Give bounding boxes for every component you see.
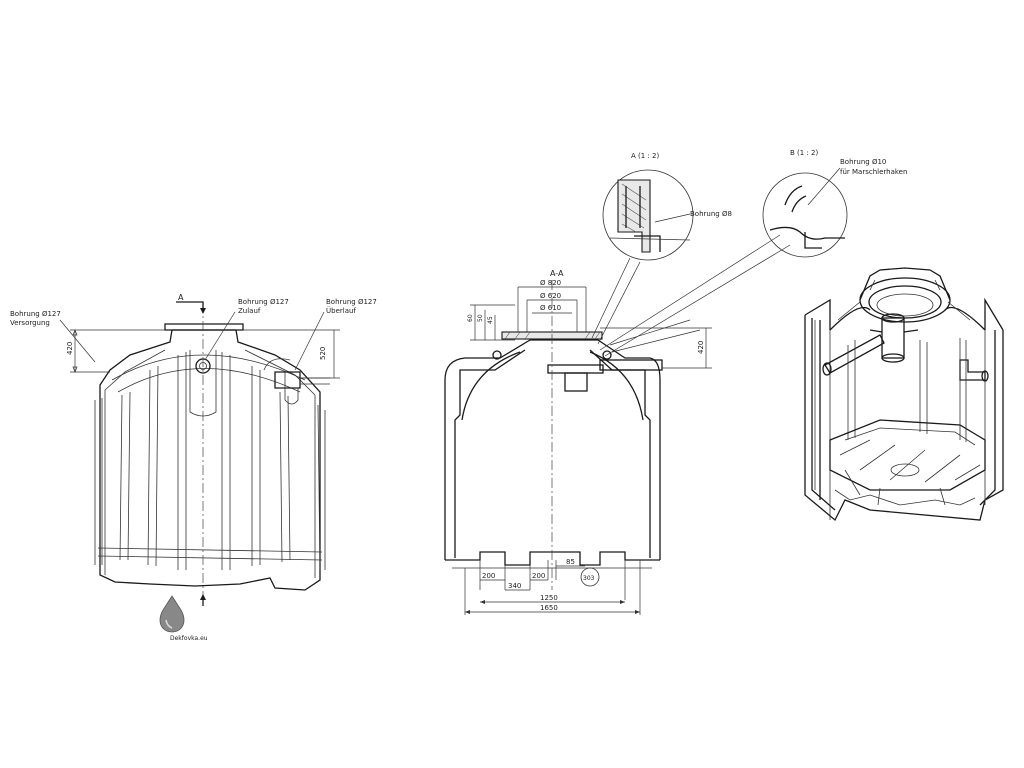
logo: Dekfovka.eu — [159, 595, 208, 642]
detail-b-circle — [762, 172, 848, 258]
front-view-dim-left: 420 — [66, 342, 74, 355]
section-view-leader-a — [591, 257, 641, 345]
front-view-rib — [94, 398, 103, 565]
front-view-rib — [317, 404, 326, 571]
section-view-dim-1250: 1250 — [540, 594, 558, 602]
section-view-dim-200-left: 200 — [482, 572, 495, 580]
section-view: A-A Ø 820 Ø 620 Ø 610 60 50 45 420 200 3… — [444, 234, 791, 615]
isometric-view-center-pipe — [881, 317, 905, 359]
section-view-bottom — [445, 551, 660, 566]
front-view-leader-ueberlauf — [294, 311, 325, 371]
isometric-view-outlet-pipe — [959, 359, 986, 381]
detail-a-circle — [602, 169, 694, 261]
detail-a-title: A (1 : 2) — [631, 152, 659, 160]
water-drop-icon — [159, 595, 185, 633]
section-view-dim-303: 303 — [583, 575, 595, 582]
front-view-label-ueberlauf: Bohrung Ø127 — [326, 298, 377, 306]
section-view-dim-50: 50 — [477, 314, 484, 322]
front-view-rib — [177, 352, 187, 570]
section-view-inlet-pipe — [547, 364, 604, 374]
section-view-dim-45: 45 — [487, 316, 494, 324]
front-view-section-marker: A — [178, 293, 184, 302]
section-view-dia-610: Ø 610 — [540, 304, 561, 312]
section-view-dim-303-bubble — [580, 567, 600, 587]
section-view-outlet-pipe — [599, 359, 663, 371]
front-view-outlet-pipe — [274, 371, 301, 389]
isometric-view-manhole — [859, 277, 951, 323]
front-view-label-zulauf: Bohrung Ø127 — [238, 298, 289, 306]
front-view-rib — [279, 391, 291, 563]
detail-a-label: Bohrung Ø8 — [690, 210, 732, 218]
section-view-title: A-A — [550, 269, 564, 278]
detail-b: B (1 : 2) Bohrung Ø10 für Marschlerhaken — [762, 149, 907, 258]
isometric-view — [804, 267, 1004, 522]
front-view-body-outline — [99, 329, 321, 591]
section-view-dim-340: 340 — [508, 582, 521, 590]
front-view-leader-versorgung — [59, 319, 96, 363]
detail-b-label: Bohrung Ø10 — [840, 158, 886, 166]
section-view-dim-60: 60 — [467, 314, 474, 322]
front-view: 420 520 A Bohrung Ø127 Versorgung Bohrun… — [10, 293, 377, 608]
logo-text: Dekfovka.eu — [170, 635, 208, 642]
section-view-dim-right: 420 — [697, 341, 705, 354]
detail-b-title: B (1 : 2) — [790, 149, 818, 157]
section-view-dia-620: Ø 620 — [540, 292, 561, 300]
detail-b-leader — [807, 167, 841, 206]
front-view-collar — [164, 323, 244, 331]
front-view-rib — [221, 352, 231, 570]
isometric-view-outer-wall — [804, 315, 1004, 522]
section-view-leader-b — [599, 234, 791, 357]
front-view-label-zulauf-sub: Zulauf — [238, 307, 261, 315]
section-view-dim-85: 85 — [566, 558, 575, 566]
section-view-outer-wall — [444, 339, 661, 560]
detail-b-label-sub: für Marschlerhaken — [840, 168, 907, 176]
detail-a: A (1 : 2) Bohrung Ø8 — [602, 152, 732, 261]
section-view-dim-1650: 1650 — [540, 604, 558, 612]
front-view-label-ueberlauf-sub: Überlauf — [326, 306, 356, 315]
front-view-leader-zulauf — [204, 311, 236, 361]
front-view-rib — [251, 366, 261, 566]
section-view-dia-820: Ø 820 — [540, 279, 561, 287]
front-view-rib — [119, 391, 131, 561]
section-view-dim-200-mid: 200 — [532, 572, 545, 580]
isometric-view-inlet-pipe — [824, 334, 885, 374]
front-view-label-versorgung: Bohrung Ø127 — [10, 310, 61, 318]
front-view-section-arrow — [176, 301, 204, 312]
front-view-label-versorgung-sub: Versorgung — [10, 319, 50, 327]
detail-a-leader — [654, 213, 691, 223]
front-view-rib — [147, 365, 159, 567]
front-view-dim-right: 520 — [319, 347, 327, 360]
isometric-view-floor — [829, 419, 986, 491]
